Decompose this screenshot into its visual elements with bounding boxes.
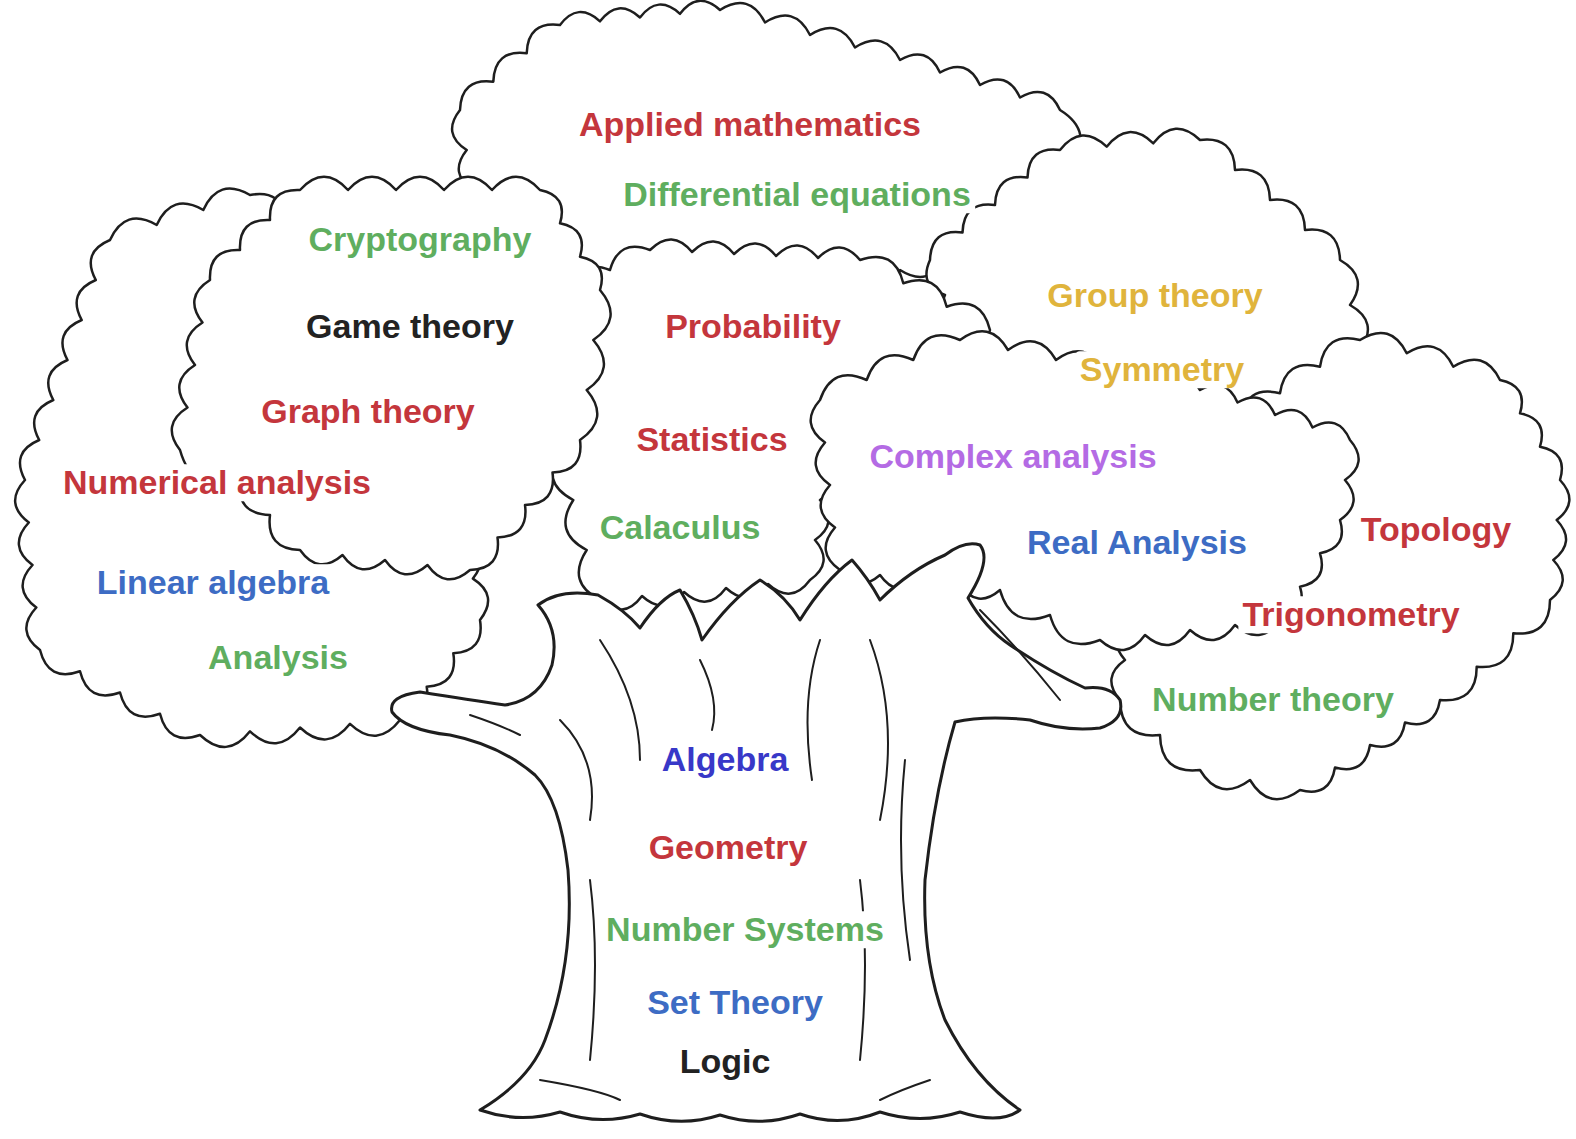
branch-label: Cryptography — [305, 221, 536, 258]
bark-lines — [470, 610, 1060, 1100]
branch-label: Number Systems — [602, 911, 888, 948]
branch-label: Game theory — [302, 308, 518, 345]
branch-label: Linear algebra — [93, 564, 333, 601]
tree-trunk — [392, 544, 1121, 1122]
branch-label: Group theory — [1043, 277, 1266, 314]
branch-label: Applied mathematics — [575, 106, 925, 143]
branch-label: Probability — [661, 308, 845, 345]
branch-label: Numerical analysis — [59, 464, 375, 501]
branch-label: Calaculus — [596, 509, 765, 546]
branch-label: Complex analysis — [865, 438, 1160, 475]
branch-label: Analysis — [204, 639, 352, 676]
branch-label: Geometry — [645, 829, 812, 866]
branch-label: Statistics — [632, 421, 791, 458]
branch-label: Differential equations — [619, 176, 975, 213]
branch-label: Set Theory — [643, 984, 827, 1021]
branch-label: Real Analysis — [1023, 524, 1251, 561]
branch-label: Trigonometry — [1238, 596, 1463, 633]
branch-label: Symmetry — [1076, 351, 1248, 388]
branch-label: Logic — [676, 1043, 775, 1080]
branch-label: Topology — [1357, 511, 1515, 548]
branch-label: Algebra — [658, 741, 793, 778]
branch-label: Graph theory — [257, 393, 478, 430]
branch-label: Number theory — [1148, 681, 1398, 718]
canopy-cloud — [172, 177, 611, 580]
